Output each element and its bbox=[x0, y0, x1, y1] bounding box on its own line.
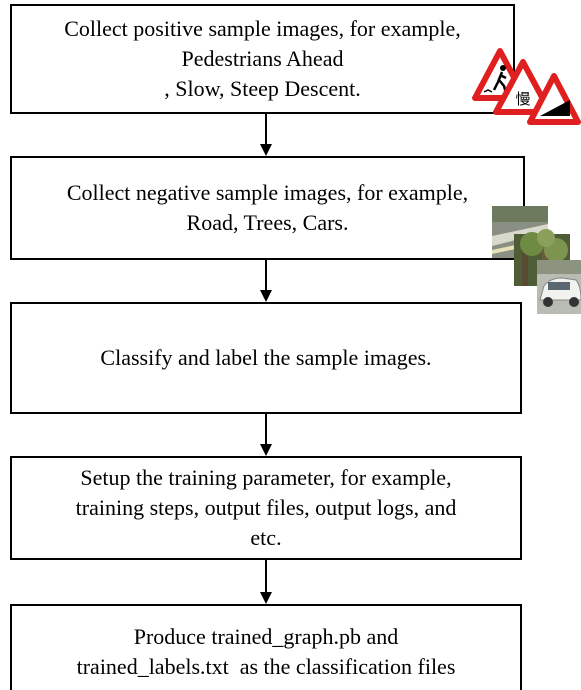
step-4-box: Setup the training parameter, for exampl… bbox=[10, 456, 522, 560]
step-1-line-2: Pedestrians Ahead bbox=[181, 46, 344, 71]
negative-sample-photos bbox=[492, 206, 581, 314]
step-5-box: Produce trained_graph.pb and trained_lab… bbox=[10, 604, 522, 690]
arrow-4 bbox=[260, 560, 272, 604]
step-4-line-3: etc. bbox=[250, 525, 282, 550]
arrow-2 bbox=[260, 260, 272, 302]
step-1-line-3: , Slow, Steep Descent. bbox=[164, 76, 361, 101]
step-4-line-2: training steps, output files, output log… bbox=[75, 495, 457, 520]
step-4-line-1: Setup the training parameter, for exampl… bbox=[80, 465, 452, 490]
step-3-box: Classify and label the sample images. bbox=[10, 302, 522, 414]
step-1-box: Collect positive sample images, for exam… bbox=[10, 4, 515, 114]
step-5-line-1: Produce trained_graph.pb and bbox=[133, 624, 399, 649]
arrow-3 bbox=[260, 414, 272, 456]
car-photo bbox=[537, 260, 581, 314]
slow-sign-glyph: 慢 bbox=[515, 90, 530, 108]
step-5-line-2: trained_labels.txt as the classification… bbox=[76, 654, 456, 679]
step-1-line-1: Collect positive sample images, for exam… bbox=[64, 16, 461, 41]
warning-signs-icon: 慢 bbox=[472, 48, 581, 125]
step-2-line-2: Road, Trees, Cars. bbox=[186, 210, 349, 235]
arrow-1 bbox=[260, 114, 272, 156]
step-3-line-1: Classify and label the sample images. bbox=[100, 345, 432, 370]
step-2-box: Collect negative sample images, for exam… bbox=[10, 156, 525, 260]
step-2-line-1: Collect negative sample images, for exam… bbox=[66, 180, 469, 205]
